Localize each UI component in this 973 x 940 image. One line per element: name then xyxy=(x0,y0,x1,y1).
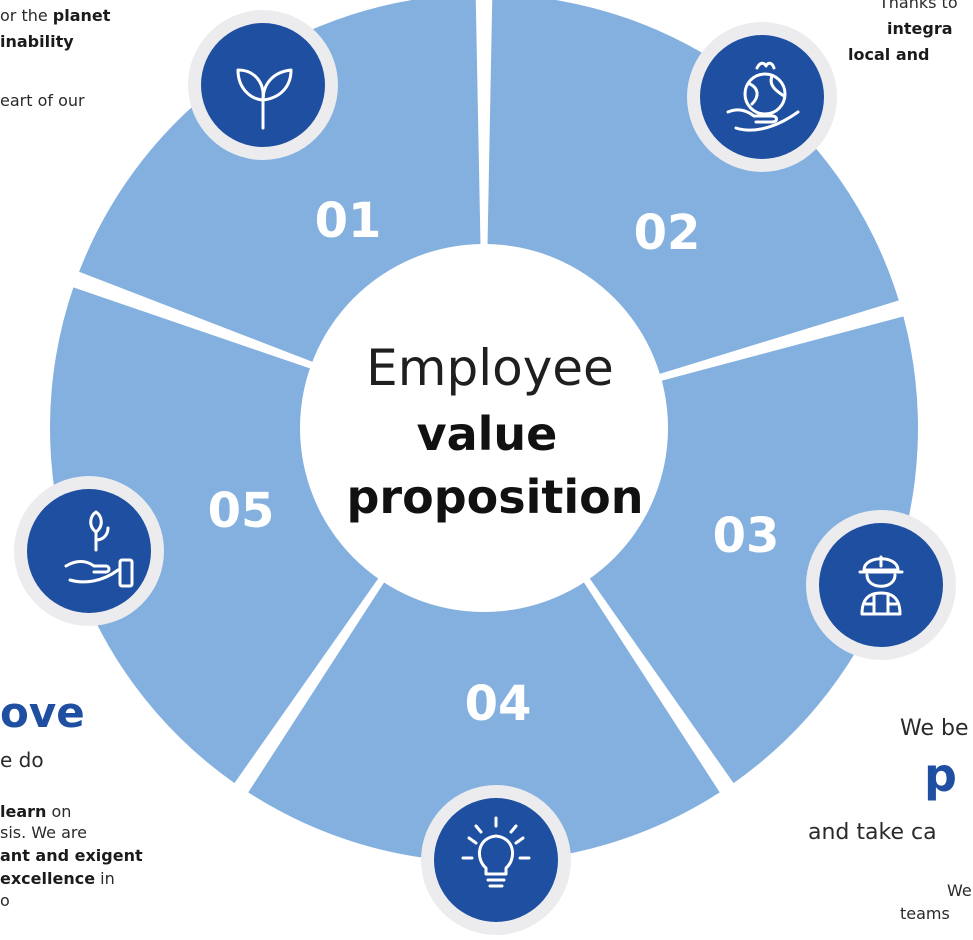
bottom-left-text-line2: learn on xyxy=(0,802,72,821)
bottom-left-text-line1: e do xyxy=(0,748,44,772)
top-right-text-line3: local and xyxy=(848,45,930,64)
segment-number-04: 04 xyxy=(465,676,532,732)
center-title-employee: Employee xyxy=(366,339,614,397)
sprout-icon xyxy=(236,68,293,130)
bottom-left-heading: ove xyxy=(0,688,85,737)
badge-05 xyxy=(14,476,164,626)
bottom-left-text-line5: excellence in xyxy=(0,869,115,888)
badge-02 xyxy=(687,22,837,172)
segment-number-01: 01 xyxy=(315,193,382,249)
top-left-text-line2: inability xyxy=(0,32,74,51)
bottom-left-text-line6: o xyxy=(0,891,10,910)
center-title-value: value xyxy=(417,407,558,461)
plant-in-hand-icon xyxy=(64,510,134,588)
top-right-text-line2: integra xyxy=(887,19,953,38)
bottom-right-text-line4: teams xyxy=(900,904,950,923)
center-title-proposition: proposition xyxy=(346,470,643,524)
badge-04 xyxy=(421,785,571,935)
center-circle xyxy=(300,244,668,612)
bottom-right-text-line1: We be xyxy=(900,716,969,741)
wheel-segment-03 xyxy=(248,428,720,862)
bottom-right-text-line3: We xyxy=(947,881,972,900)
top-right-text-line1: Thanks to xyxy=(879,0,958,12)
top-left-text-line1: or the planet xyxy=(0,6,111,25)
segment-number-05: 05 xyxy=(208,483,275,539)
segment-number-02: 02 xyxy=(634,205,701,261)
segment-number-03: 03 xyxy=(713,508,780,564)
bottom-right-heading: p xyxy=(924,748,957,802)
worker-helmet-icon xyxy=(858,555,904,616)
lightbulb-icon xyxy=(461,816,531,888)
top-left-text-line3: eart of our xyxy=(0,91,85,110)
badge-03 xyxy=(806,510,956,660)
bottom-right-text-line2: and take ca xyxy=(808,820,937,845)
globe-in-hand-icon xyxy=(726,61,800,132)
bottom-left-text-line3: sis. We are xyxy=(0,823,87,842)
badge-01 xyxy=(188,10,338,160)
bottom-left-text-line4: ant and exigent xyxy=(0,846,143,865)
